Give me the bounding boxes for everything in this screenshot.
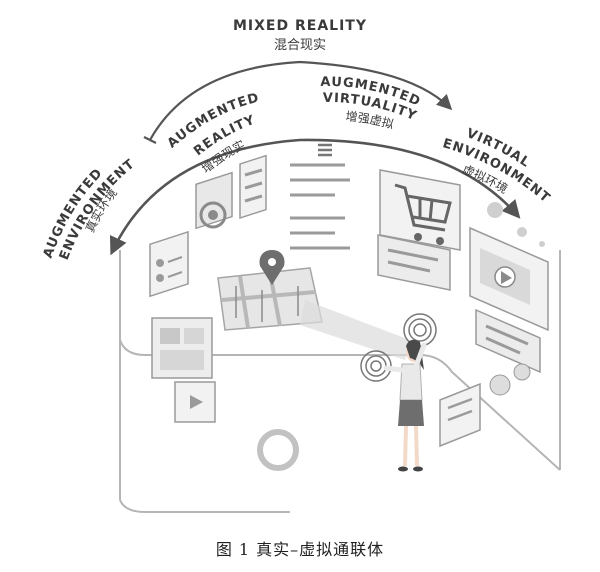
shopping-panel (378, 170, 460, 290)
mixed-reality-label: MIXED REALITY (233, 18, 367, 34)
diagram-canvas: MIXED REALITY 混合现实 AUGMENTED ENVIRONMENT… (0, 0, 600, 528)
figure-caption: 图 1 真实–虚拟通联体 (0, 536, 600, 560)
projection-beam (300, 300, 410, 360)
mixed-reality-label-cn: 混合现实 (274, 38, 326, 53)
wheel-shape (260, 432, 296, 468)
hamburger-menu-icon (318, 145, 332, 155)
floating-text-panel (290, 165, 350, 248)
